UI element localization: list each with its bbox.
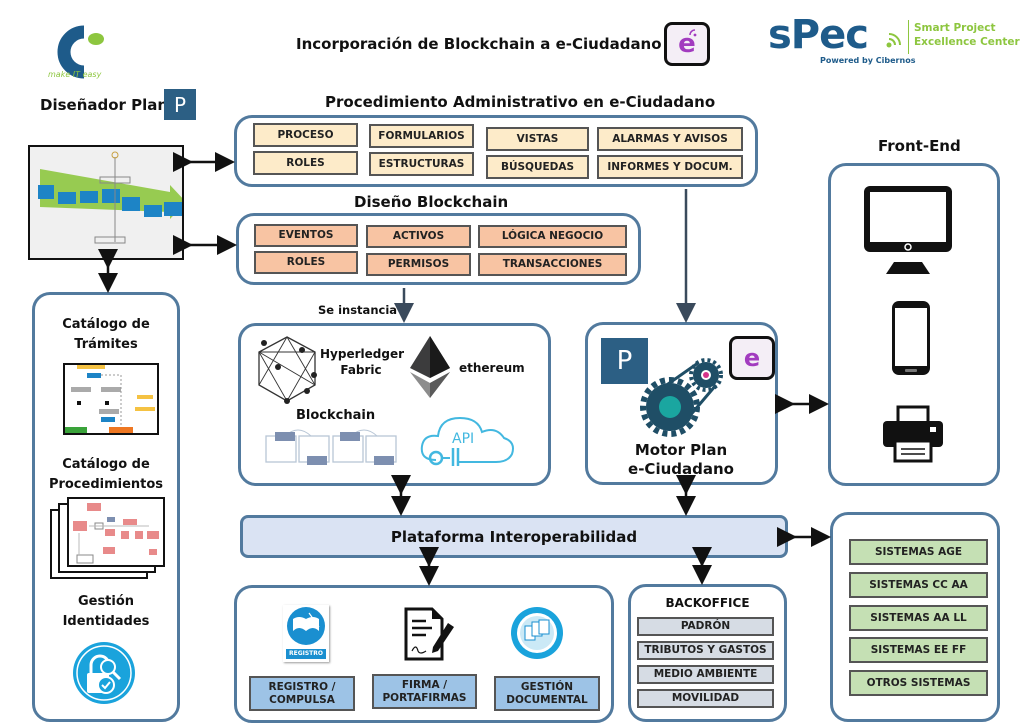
designer-title: Diseñador Plan: [40, 96, 169, 114]
spec-logo-text: sPec: [768, 12, 869, 58]
diagram-title: Incorporación de Blockchain a e-Ciudadan…: [296, 35, 662, 53]
api-cloud-icon: [420, 416, 514, 466]
procedure-item-busquedas: BÚSQUEDAS: [486, 155, 589, 179]
tramites-label: Catálogo de Trámites: [38, 315, 174, 355]
plan-logo: P: [164, 89, 196, 120]
service-registro-line1: REGISTRO /: [268, 681, 336, 694]
procedure-item-proceso: PROCESO: [253, 123, 358, 147]
wifi-icon: [886, 33, 901, 48]
ethereum-icon: [410, 336, 450, 398]
hyperledger-icon: [258, 336, 317, 404]
identidades-label: Gestión Identidades: [38, 592, 174, 632]
system-age: SISTEMAS AGE: [849, 539, 988, 565]
service-registro: REGISTRO / COMPULSA: [249, 676, 355, 711]
service-registro-line2: COMPULSA: [269, 693, 335, 706]
service-firma-line1: FIRMA /: [401, 679, 448, 692]
procedimientos-line2: Procedimientos: [48, 477, 164, 493]
spec-tagline-2: Excellence Center: [914, 36, 1020, 48]
tramites-diagram: [63, 363, 159, 435]
registro-icon: REGISTRO: [283, 605, 329, 662]
signal-icon: [689, 29, 697, 37]
procedimientos-line1: Catálogo de: [62, 457, 150, 472]
monitor-icon: [864, 186, 952, 274]
document-management-icon: [511, 607, 563, 659]
blockchain-chain-icon: [265, 429, 397, 465]
interop-platform: Plataforma Interoperabilidad: [240, 515, 788, 558]
procedure-item-roles: ROLES: [253, 151, 358, 175]
spec-tagline-1: Smart Project: [914, 22, 996, 34]
plan-letter: P: [173, 92, 187, 117]
smartphone-icon: [892, 301, 930, 375]
service-gestion: GESTIÓN DOCUMENTAL: [494, 676, 600, 711]
tramites-flow-image: [65, 365, 155, 433]
engine-eciudadano-logo: e: [729, 336, 775, 380]
procedure-item-informes: INFORMES Y DOCUM.: [597, 155, 743, 179]
backoffice-item-padron: PADRÓN: [637, 617, 774, 636]
ethereum-label: ethereum: [459, 361, 525, 375]
interop-title: Plataforma Interoperabilidad: [390, 527, 638, 546]
signature-icon: [404, 607, 454, 661]
procedure-item-vistas: VISTAS: [486, 127, 589, 151]
identity-management-icon: [73, 642, 135, 704]
doc-page-front: [67, 497, 165, 567]
service-gestion-line1: GESTIÓN: [520, 681, 574, 694]
company-logo: make IT easy: [44, 20, 114, 86]
spec-divider: [908, 20, 909, 54]
blockchain-item-logica: LÓGICA NEGOCIO: [478, 225, 627, 248]
hyperledger-line2: Fabric: [340, 362, 382, 377]
system-ccaa: SISTEMAS CC AA: [849, 572, 988, 598]
system-otros: OTROS SISTEMAS: [849, 670, 988, 696]
engine-label: Motor Plan e-Ciudadano: [606, 441, 756, 479]
backoffice-item-tributos: TRIBUTOS Y GASTOS: [637, 641, 774, 660]
engine-plan-logo: P: [601, 338, 648, 384]
service-firma: FIRMA / PORTAFIRMAS: [372, 674, 477, 709]
hyperledger-line1: Hyperledger: [320, 347, 404, 361]
engine-line1: Motor Plan: [634, 441, 728, 459]
blockchain-item-eventos: EVENTOS: [254, 224, 358, 247]
blockchain-item-transacciones: TRANSACCIONES: [478, 253, 627, 276]
engine-line2: e-Ciudadano: [628, 459, 734, 478]
procedure-item-formularios: FORMULARIOS: [369, 124, 474, 148]
procedimientos-label: Catálogo de Procedimientos: [34, 455, 178, 495]
tramites-line2: Trámites: [74, 337, 138, 353]
registro-book-icon: [286, 607, 326, 659]
blockchain-item-activos: ACTIVOS: [366, 225, 471, 248]
backoffice-item-movilidad: MOVILIDAD: [637, 689, 774, 708]
backoffice-title: BACKOFFICE: [665, 596, 750, 610]
instance-label: Se instancia: [318, 303, 398, 317]
api-label: API: [452, 431, 475, 447]
procedimientos-flow-image: [73, 503, 159, 564]
eciudadano-letter: e: [678, 29, 696, 59]
service-firma-line2: PORTAFIRMAS: [382, 691, 467, 704]
backoffice-item-medio-ambiente: MEDIO AMBIENTE: [637, 665, 774, 684]
tramites-line1: Catálogo de: [62, 317, 150, 332]
hyperledger-label: Hyperledger Fabric: [320, 347, 404, 378]
company-tagline: make IT easy: [48, 70, 102, 79]
service-gestion-line2: DOCUMENTAL: [506, 693, 588, 706]
process-flow-image: [38, 151, 182, 244]
procedimientos-stack: [50, 497, 180, 583]
eciudadano-logo: e: [664, 22, 710, 66]
blockchain-item-permisos: PERMISOS: [366, 253, 471, 276]
system-aall: SISTEMAS AA LL: [849, 605, 988, 631]
blockchain-design-title: Diseño Blockchain: [354, 193, 509, 211]
engine-plan-letter: P: [616, 346, 633, 376]
identidades-line2: Identidades: [62, 614, 150, 630]
company-logo-icon: [57, 25, 104, 79]
gears-icon: [640, 358, 723, 437]
blockchain-item-roles: ROLES: [254, 251, 358, 274]
engine-eciudadano-letter: e: [743, 344, 761, 372]
spec-logo: sPec Smart Project Excellence Center Pow…: [768, 12, 1020, 72]
procedure-item-alarmas: ALARMAS Y AVISOS: [597, 127, 743, 151]
procedure-item-estructuras: ESTRUCTURAS: [369, 152, 474, 176]
system-eeff: SISTEMAS EE FF: [849, 637, 988, 663]
designer-screenshot: [28, 145, 184, 260]
registro-badge: REGISTRO: [288, 650, 323, 657]
identidades-line1: Gestión: [77, 594, 135, 609]
procedure-title: Procedimiento Administrativo en e-Ciudad…: [325, 93, 716, 111]
spec-powered-by: Powered by Cibernos: [820, 56, 916, 65]
blockchain-label: Blockchain: [296, 408, 376, 423]
frontend-title: Front-End: [878, 137, 961, 155]
printer-icon: [883, 405, 943, 463]
